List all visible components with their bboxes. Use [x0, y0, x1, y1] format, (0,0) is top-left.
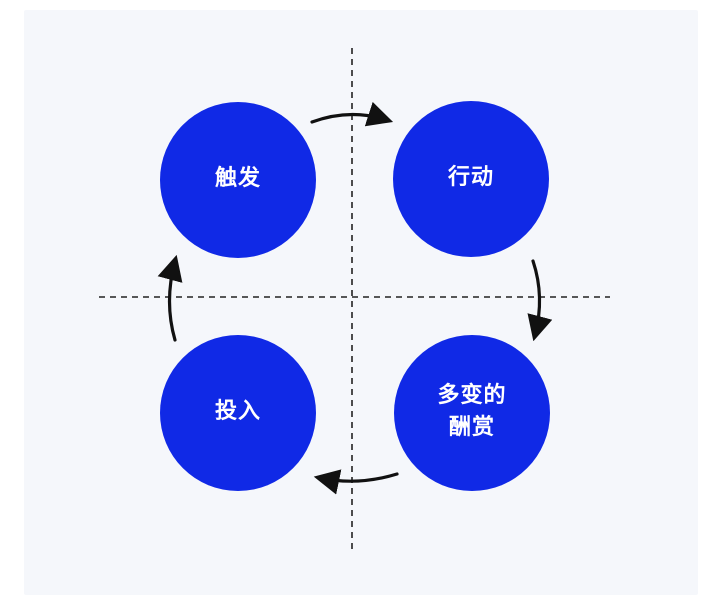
- variable-reward-label: 多变的 酬赏: [437, 383, 507, 440]
- investment-node: 投入: [160, 335, 316, 491]
- investment-label: 投入: [214, 399, 261, 425]
- hook-model-diagram: 触发 行动 多变的 酬赏 投入: [24, 10, 698, 595]
- arrow-reward-to-investment-icon: [313, 469, 399, 495]
- arrow-investment-to-trigger-icon: [157, 254, 183, 342]
- trigger-node: 触发: [160, 102, 316, 258]
- arrow-action-to-reward-icon: [527, 259, 553, 342]
- variable-reward-node: 多变的 酬赏: [394, 335, 550, 491]
- diagram-overlay: [99, 48, 610, 553]
- arrow-trigger-to-action-icon: [310, 101, 394, 127]
- action-node: 行动: [393, 101, 549, 257]
- trigger-label: 触发: [214, 166, 261, 192]
- action-label: 行动: [447, 165, 494, 191]
- diagram-background: [24, 10, 698, 595]
